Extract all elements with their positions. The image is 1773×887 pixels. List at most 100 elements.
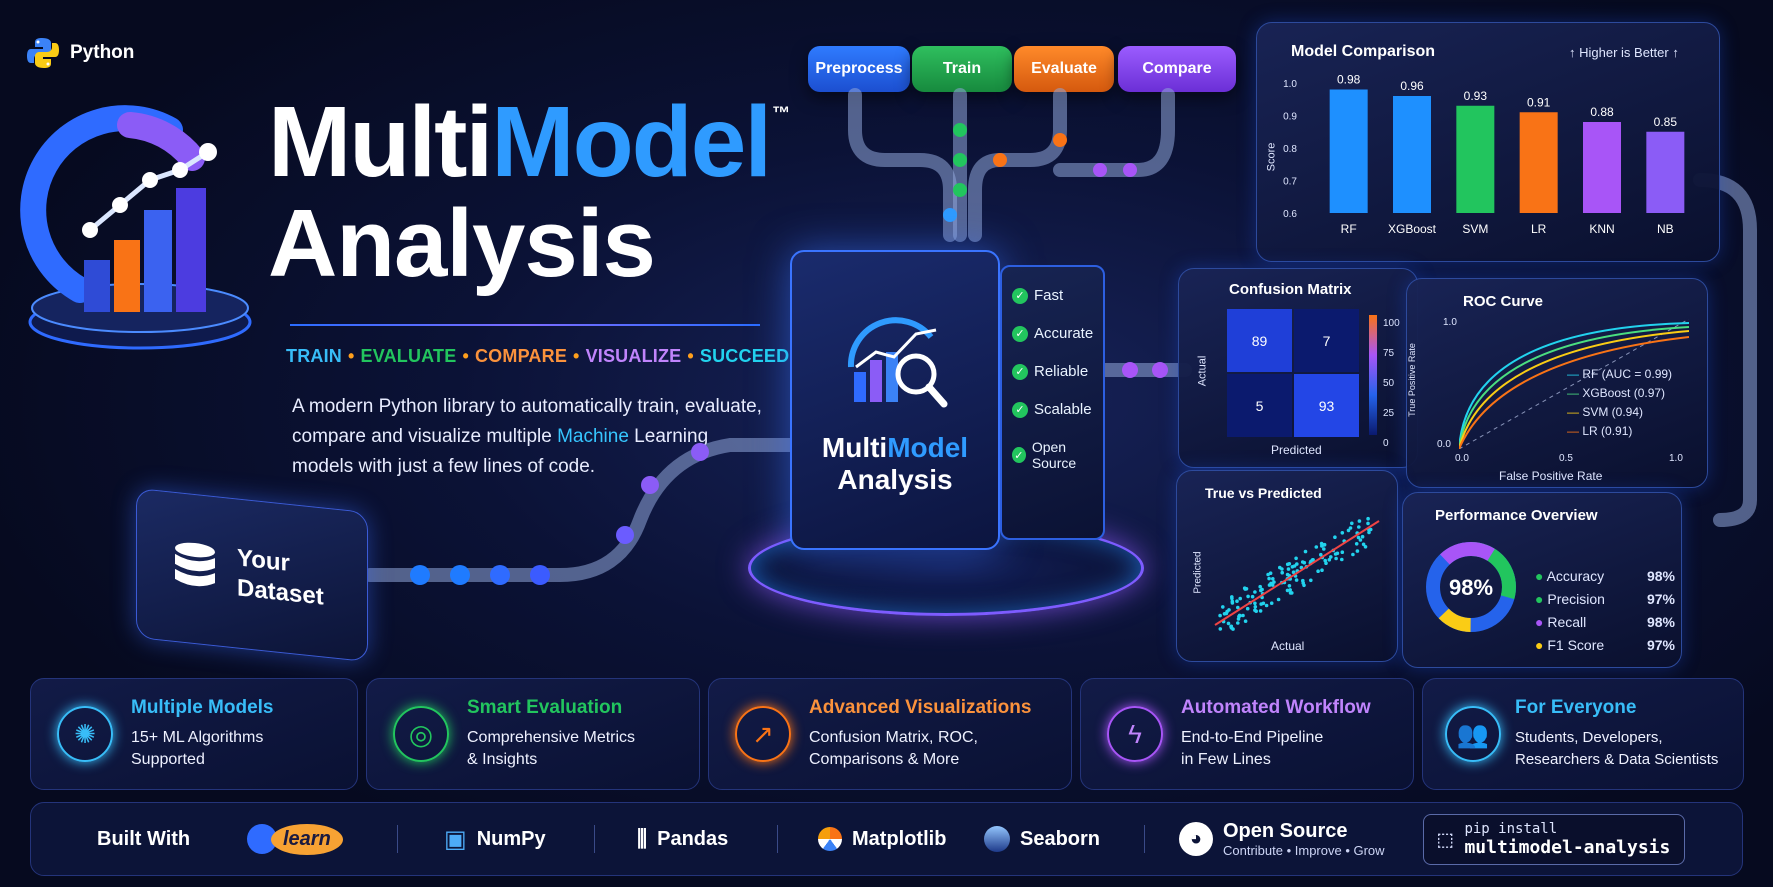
bar-xgboost	[1393, 96, 1431, 213]
scatter-point	[1292, 564, 1297, 568]
divider	[777, 825, 778, 853]
train-button[interactable]: Train	[912, 46, 1012, 92]
performance-donut	[1426, 542, 1516, 632]
scatter-point	[1236, 605, 1240, 610]
model-comparison-bar-chart: 1.00.90.80.70.60.98RF0.96XGBoost0.93SVM0…	[1283, 73, 1685, 236]
scatter-point	[1237, 613, 1242, 618]
check-icon: ✓	[1012, 325, 1028, 342]
scatter-point	[1303, 549, 1308, 554]
scatter-point	[1327, 558, 1332, 562]
check-icon: ✓	[1012, 447, 1026, 463]
cm-cell: 89	[1227, 309, 1292, 372]
feature-accurate: ✓Accurate	[1012, 325, 1093, 342]
check-icon: ✓	[1012, 363, 1028, 380]
roc-curve-rf	[1459, 322, 1689, 449]
target-icon: ◎	[393, 706, 449, 762]
scatter-point	[1320, 568, 1324, 572]
scatter-point	[1258, 609, 1263, 613]
scatter-point	[1294, 578, 1299, 582]
bar-category-label: RF	[1341, 222, 1357, 236]
scatter-point	[1246, 594, 1250, 599]
title-part2: Model	[491, 86, 772, 198]
bar-rf	[1329, 89, 1368, 213]
evaluate-button[interactable]: Evaluate	[1014, 46, 1114, 92]
feature-scalable: ✓Scalable	[1012, 401, 1092, 418]
tagline: TRAIN•EVALUATE•COMPARE•VISUALIZE•SUCCEED	[286, 346, 790, 366]
bar-svm	[1456, 105, 1495, 213]
seaborn-logo[interactable]: Seaborn	[984, 826, 1144, 852]
scatter-point	[1356, 535, 1361, 540]
feature-fast: ✓Fast	[1012, 287, 1063, 304]
compare-button[interactable]: Compare	[1118, 46, 1236, 92]
package-box-icon: ⬚	[1438, 825, 1453, 853]
scatter-point	[1276, 597, 1281, 602]
scatter-point	[1340, 557, 1344, 562]
sklearn-logo[interactable]: learn	[247, 823, 397, 855]
bar-lr	[1519, 112, 1558, 213]
performance-center-value: 98%	[1448, 575, 1494, 600]
numpy-logo[interactable]: ▣NumPy	[444, 825, 546, 853]
scatter-point	[1271, 577, 1275, 581]
cm-grid: 89 7 5 93	[1227, 309, 1359, 437]
tagline-train: TRAIN	[286, 346, 342, 366]
scatter-point	[1260, 587, 1264, 592]
scatter-point	[1285, 588, 1290, 593]
scatter-point	[1309, 578, 1313, 583]
scatter-point	[1253, 601, 1257, 606]
multimodel-cube: MultiModel Analysis	[790, 250, 1000, 550]
built-with-bar: Built With learn ▣NumPy ⫼Pandas Matplotl…	[30, 802, 1743, 876]
scatter-point	[1290, 591, 1294, 595]
scatter-point	[1280, 570, 1284, 575]
roc-plot	[1459, 319, 1689, 449]
scatter-point	[1357, 525, 1361, 529]
pandas-logo[interactable]: ⫼Pandas	[637, 826, 729, 851]
tvp-xlabel: Actual	[1271, 639, 1305, 653]
confusion-matrix-title: Confusion Matrix	[1229, 281, 1352, 298]
model-comparison-panel: Model Comparison ↑ Higher is Better ↑ Sc…	[1256, 22, 1720, 262]
tagline-evaluate: EVALUATE	[360, 346, 457, 366]
model-comparison-title: Model Comparison	[1291, 43, 1436, 60]
github-icon: ◕	[1179, 822, 1213, 856]
python-badge: Python	[26, 36, 134, 70]
scatter-point	[1221, 605, 1225, 609]
y-tick-label: 0.9	[1283, 112, 1297, 123]
bar-value-label: 0.88	[1590, 105, 1614, 119]
scatter-point	[1340, 531, 1345, 535]
trademark-symbol: ™	[772, 103, 790, 123]
scatter-point	[1259, 602, 1263, 606]
title-divider	[290, 324, 760, 326]
cube-feature-side: ✓Fast ✓Accurate ✓Reliable ✓Scalable ✓Ope…	[1000, 265, 1105, 540]
scatter-point	[1222, 612, 1227, 616]
scatter-point	[1300, 560, 1305, 564]
y-tick-label: 1.0	[1283, 79, 1297, 90]
scatter-point	[1316, 569, 1320, 573]
scatter-point	[1302, 583, 1306, 588]
bar-value-label: 0.85	[1654, 115, 1678, 129]
divider	[594, 825, 595, 853]
scatter-point	[1287, 584, 1292, 588]
y-tick-label: 0.7	[1283, 177, 1297, 188]
matplotlib-logo[interactable]: Matplotlib	[818, 827, 984, 851]
divider	[1144, 825, 1145, 853]
bar-category-label: SVM	[1462, 222, 1488, 236]
preprocess-button[interactable]: Preprocess	[808, 46, 910, 92]
scatter-point	[1340, 550, 1345, 554]
cube-title-line2: Analysis	[837, 464, 953, 495]
scatter-point	[1269, 601, 1274, 605]
bar-category-label: XGBoost	[1388, 222, 1437, 236]
cm-cell: 7	[1294, 309, 1359, 372]
built-with-label: Built With	[97, 827, 191, 850]
scatter-point	[1350, 521, 1354, 526]
scatter-point	[1230, 596, 1234, 601]
check-icon: ✓	[1012, 287, 1028, 304]
